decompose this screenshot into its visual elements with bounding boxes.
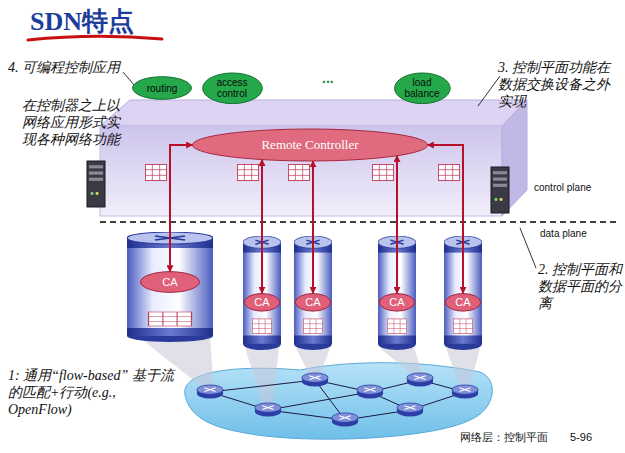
node-text: CA <box>254 296 269 308</box>
control-agent: CA <box>295 293 331 312</box>
ellipse-shape <box>379 293 414 311</box>
ellipse-shape <box>141 272 200 293</box>
node-text: CA <box>389 296 404 308</box>
callout-text: 1: 通用“flow-based” 基于流的匹配+行动(e.g., OpenFl… <box>8 368 176 418</box>
slide-title: SDN特点 <box>30 4 134 39</box>
callout-text: 在控制器之上以网络应用形式实现各种网络功能 <box>22 98 126 148</box>
node-text: CA <box>305 296 320 308</box>
ellipse-shape <box>445 293 480 311</box>
controller-ellipse: Remote Controller <box>190 128 430 162</box>
ellipse-shape <box>202 73 262 104</box>
plane-label: control plane <box>534 182 614 194</box>
app-ellipse: routing <box>132 76 192 100</box>
control-arrow <box>312 161 314 293</box>
ellipsis: ... <box>322 70 354 87</box>
ellipse-shape <box>192 129 427 161</box>
node-text: Remote Controller <box>261 137 358 153</box>
plane-label: data plane <box>540 228 610 240</box>
footer-text: 网络层：控制平面 <box>460 431 564 444</box>
node-text: CA <box>455 296 470 308</box>
app-ellipse: load balance <box>394 72 451 105</box>
node-text: CA <box>162 276 177 288</box>
control-agent: CA <box>140 271 200 293</box>
node-text: access control <box>211 77 252 99</box>
ellipse-shape <box>295 293 330 311</box>
control-agent: CA <box>379 293 415 312</box>
node-text: load balance <box>403 77 441 99</box>
ellipse-shape <box>133 77 192 100</box>
control-arrow <box>428 145 463 293</box>
callout-text: 3. 控制平面功能在数据交换设备之外实现 <box>498 60 620 110</box>
control-agent: CA <box>445 293 481 312</box>
page-number: 5-96 <box>570 431 614 444</box>
control-arrow <box>396 156 398 293</box>
control-arrow <box>170 145 192 272</box>
ellipse-shape <box>394 73 450 104</box>
ellipse-shape <box>244 293 279 311</box>
node-text: routing <box>147 83 178 94</box>
callout-text: 2. 控制平面和数据平面的分离 <box>538 262 622 312</box>
callout-text: 4. 可编程控制应用 <box>8 60 120 77</box>
control-arrow <box>261 160 263 294</box>
app-ellipse: access control <box>202 72 263 105</box>
control-agent: CA <box>244 293 280 312</box>
